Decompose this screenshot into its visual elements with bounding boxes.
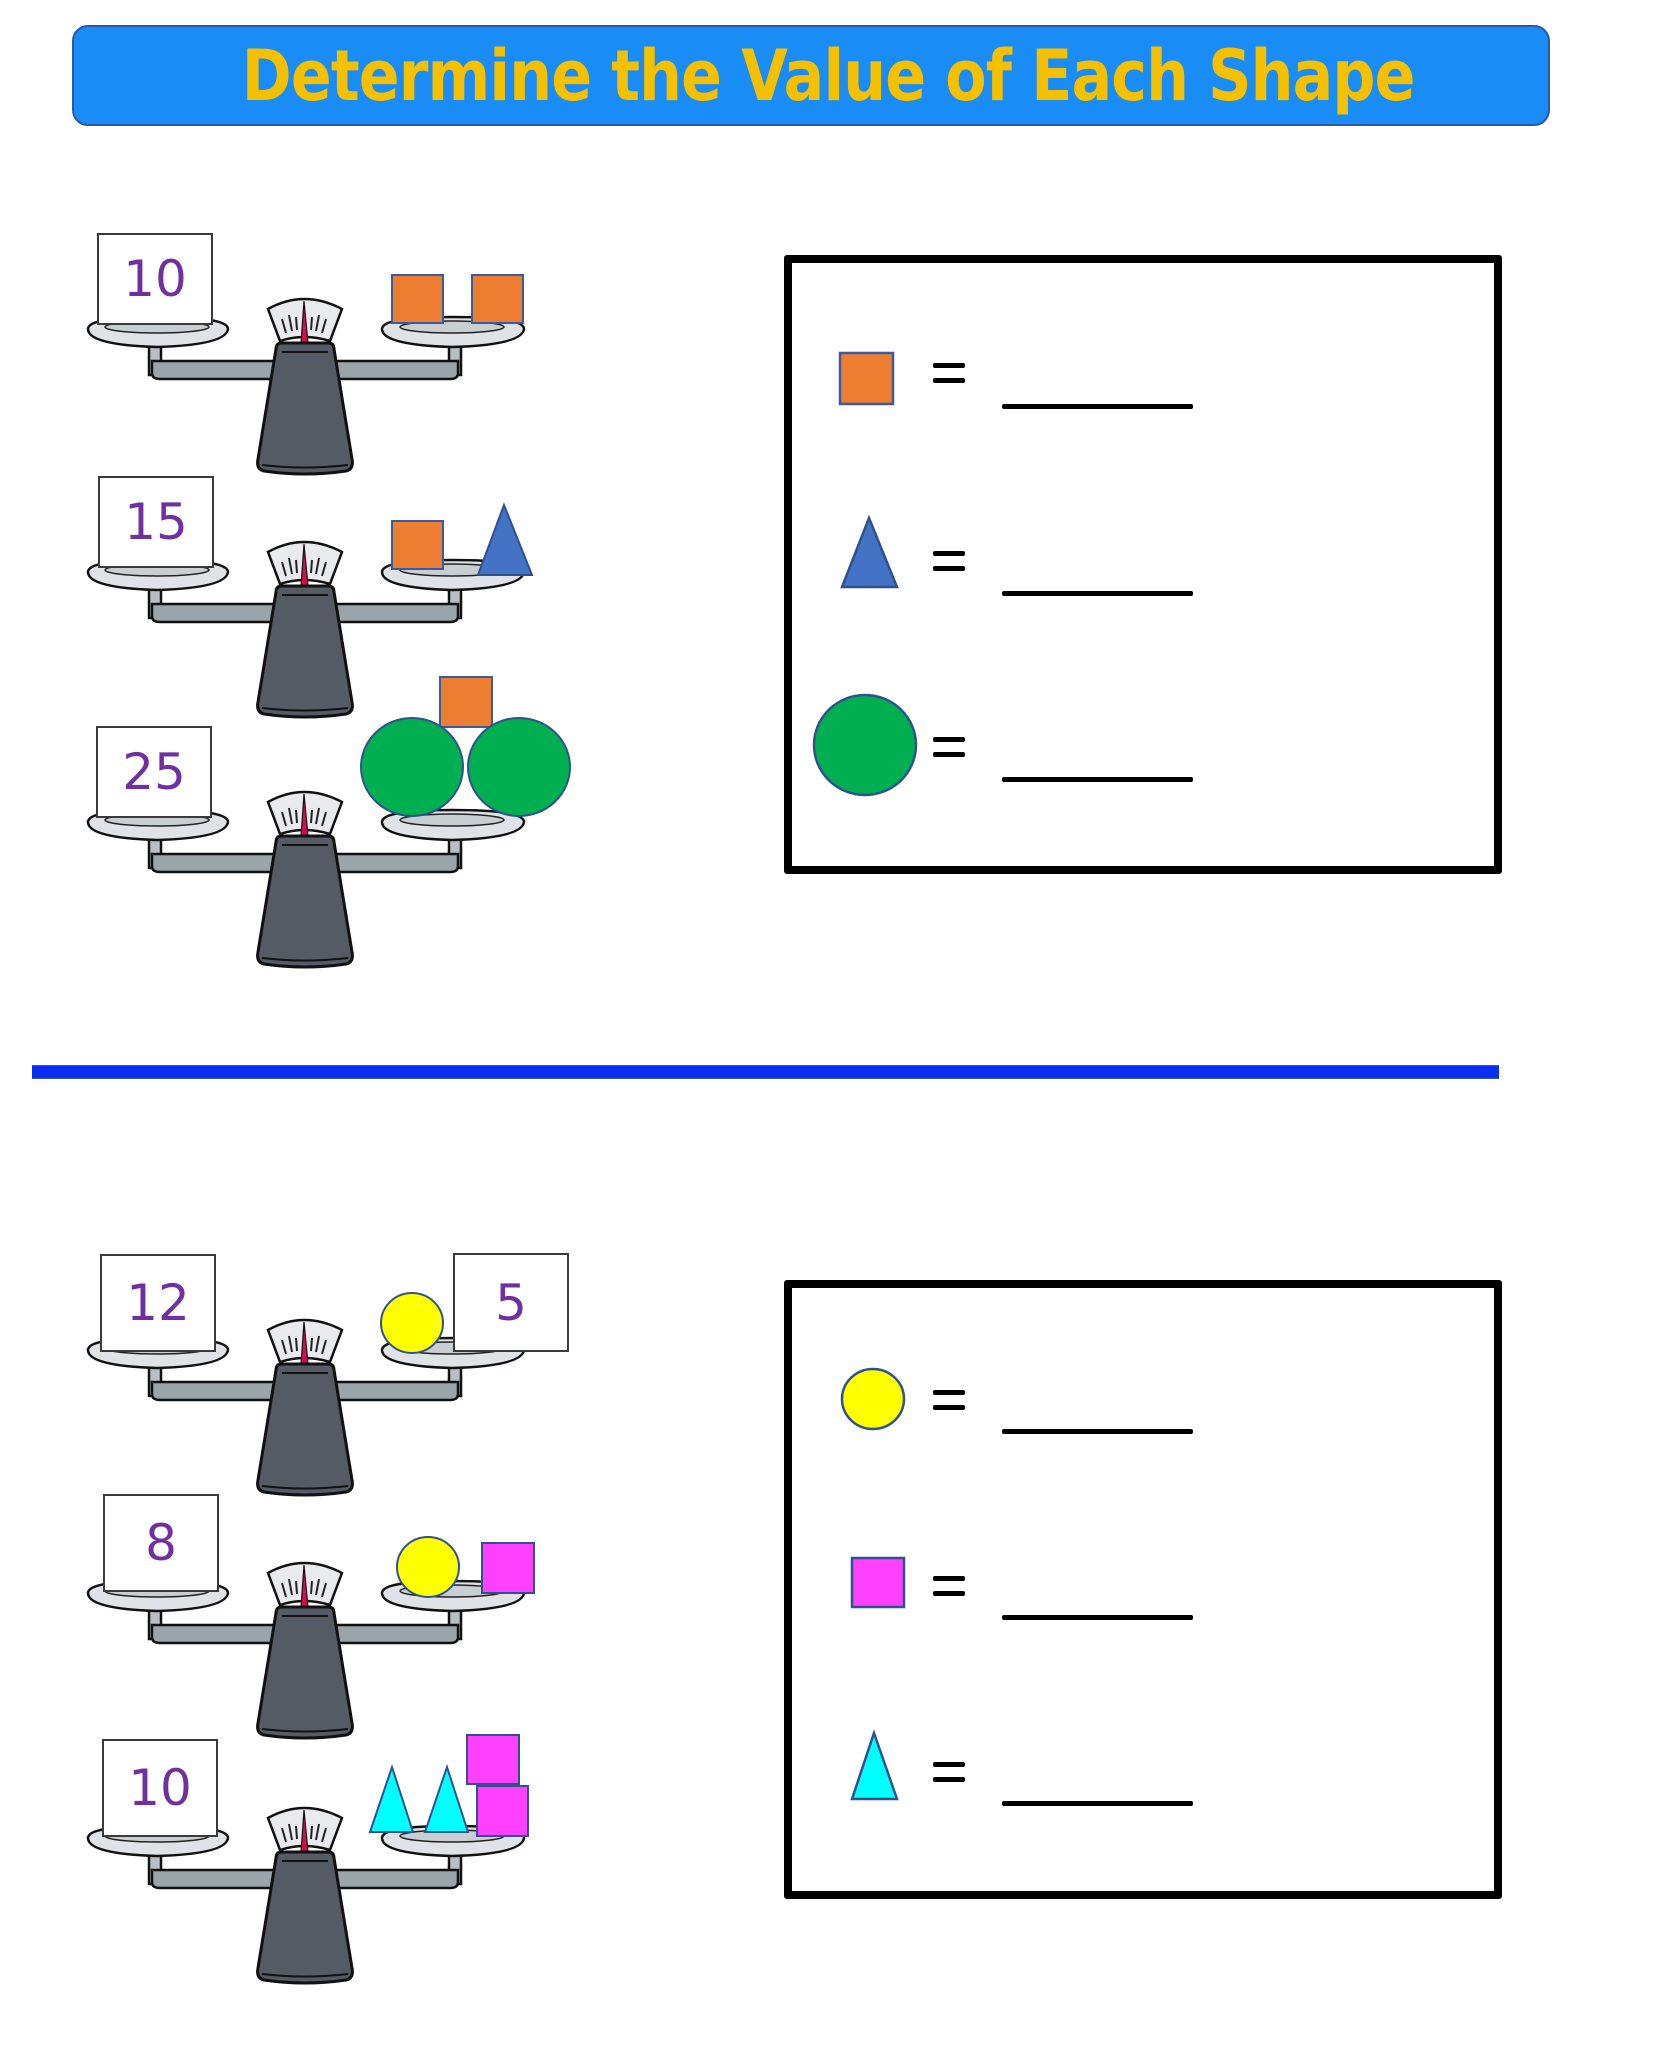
equals-sign (933, 737, 965, 757)
answer-box-2 (784, 1280, 1502, 1899)
equals-sign (933, 1576, 965, 1596)
equals-sign (933, 551, 965, 571)
answer-blank[interactable] (1002, 1801, 1193, 1806)
left-value: 12 (126, 1274, 190, 1332)
answer-blank[interactable] (1002, 591, 1193, 596)
answer-blank[interactable] (1002, 1429, 1193, 1434)
left-value: 10 (128, 1759, 192, 1817)
equals-sign (933, 1762, 965, 1782)
title-banner: Determine the Value of Each Shape (72, 25, 1550, 126)
section-divider (32, 1065, 1499, 1079)
page-title: Determine the Value of Each Shape (241, 34, 1416, 117)
left-value: 15 (124, 493, 188, 551)
value-card: 25 (96, 726, 212, 818)
value-card: 12 (100, 1254, 216, 1352)
left-value: 10 (123, 250, 187, 308)
answer-blank[interactable] (1002, 404, 1193, 409)
answer-blank[interactable] (1002, 1615, 1193, 1620)
value-card: 10 (97, 233, 213, 325)
right-value: 5 (495, 1273, 527, 1332)
left-value: 8 (145, 1514, 177, 1572)
equals-sign (933, 363, 965, 383)
equals-sign (933, 1390, 965, 1410)
value-card: 15 (98, 476, 214, 568)
answer-blank[interactable] (1002, 777, 1193, 782)
value-card-right: 5 (453, 1253, 569, 1352)
value-card: 8 (103, 1494, 219, 1592)
value-card: 10 (102, 1739, 218, 1837)
left-value: 25 (122, 743, 186, 801)
